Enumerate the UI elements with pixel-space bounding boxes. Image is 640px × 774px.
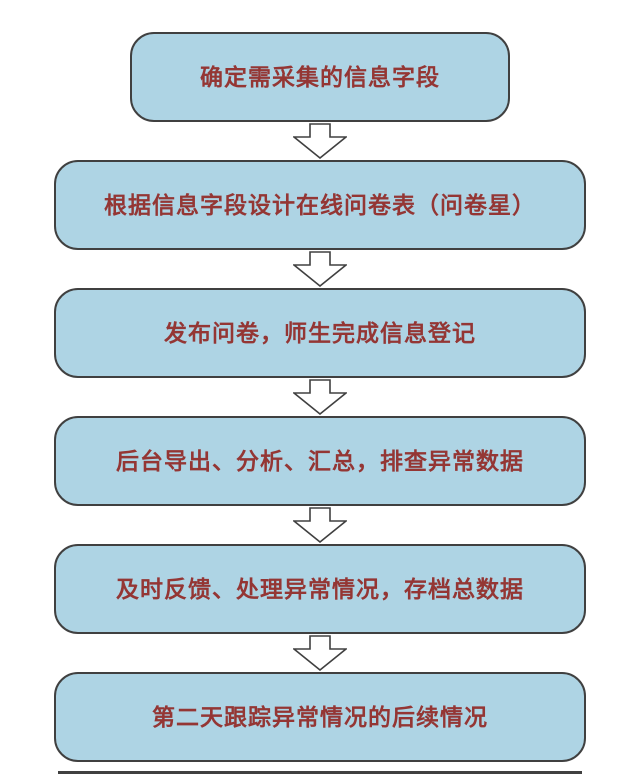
down-arrow-icon — [293, 122, 347, 160]
flow-step-5: 及时反馈、处理异常情况，存档总数据 — [54, 544, 586, 634]
down-arrow-icon — [293, 378, 347, 416]
flow-step-4-label: 后台导出、分析、汇总，排查异常数据 — [116, 447, 524, 474]
down-arrow-icon — [293, 506, 347, 544]
flow-step-5-label: 及时反馈、处理异常情况，存档总数据 — [116, 575, 524, 602]
flow-step-1: 确定需采集的信息字段 — [130, 32, 510, 122]
cropped-next-box-edge — [58, 771, 582, 774]
flow-step-3-label: 发布问卷，师生完成信息登记 — [164, 319, 476, 346]
flow-step-6-label: 第二天跟踪异常情况的后续情况 — [152, 703, 488, 730]
flow-step-2: 根据信息字段设计在线问卷表（问卷星） — [54, 160, 586, 250]
flow-step-1-label: 确定需采集的信息字段 — [200, 63, 440, 90]
down-arrow-icon — [293, 634, 347, 672]
flow-step-2-label: 根据信息字段设计在线问卷表（问卷星） — [104, 191, 536, 218]
flow-step-3: 发布问卷，师生完成信息登记 — [54, 288, 586, 378]
down-arrow-icon — [293, 250, 347, 288]
flow-step-4: 后台导出、分析、汇总，排查异常数据 — [54, 416, 586, 506]
flow-step-6: 第二天跟踪异常情况的后续情况 — [54, 672, 586, 762]
